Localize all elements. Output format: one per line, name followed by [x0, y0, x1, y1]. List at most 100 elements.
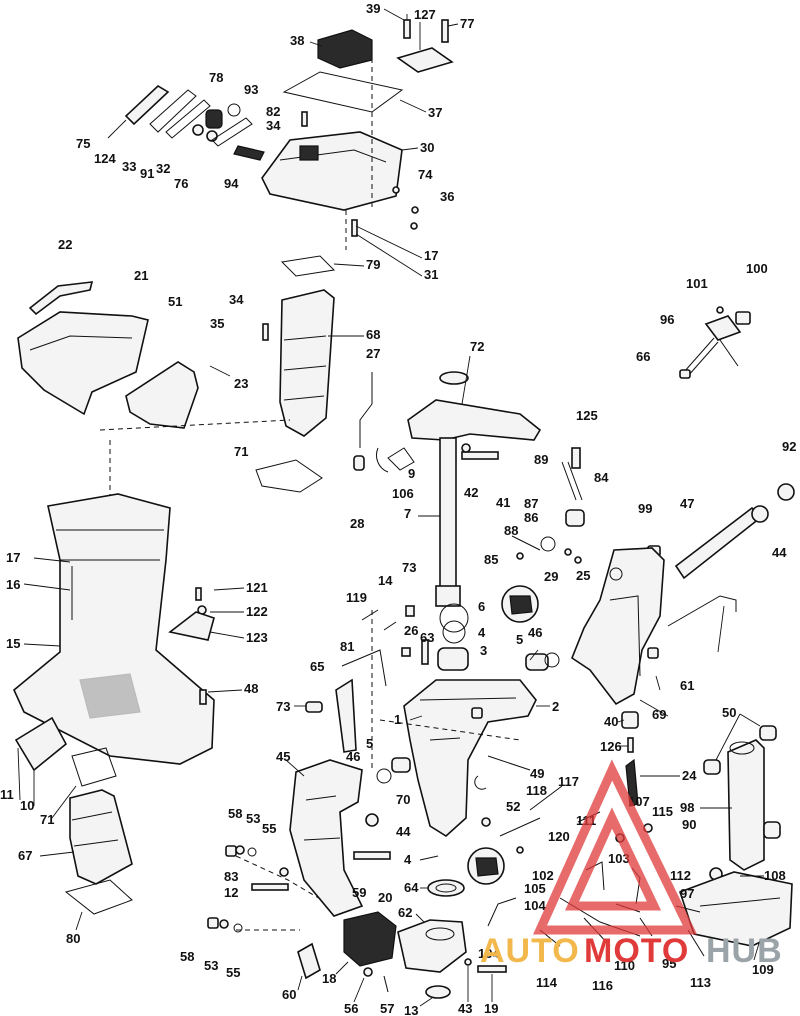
callout-55: 55 [262, 821, 276, 836]
cap-72 [439, 371, 469, 385]
callout-43: 43 [458, 1001, 472, 1016]
gasket-33b [211, 117, 253, 147]
bushing-3 [437, 647, 469, 671]
steering-arm-7 [407, 399, 542, 441]
exhaust-67 [69, 789, 133, 885]
callout-90: 90 [682, 817, 696, 832]
callout-15: 15 [6, 636, 20, 651]
callout-46: 46 [528, 625, 542, 640]
callout-112: 112 [670, 868, 691, 883]
plate-123 [168, 611, 215, 641]
callout-30: 30 [420, 140, 434, 155]
callout-47: 47 [680, 496, 694, 511]
callout-118: 118 [526, 783, 547, 798]
callout-113: 113 [690, 975, 711, 990]
callout-59: 20 [378, 890, 392, 905]
bearing-8 [427, 879, 465, 897]
callout-94: 94 [224, 176, 239, 191]
callout-80: 80 [66, 931, 80, 946]
callout-4: 4 [478, 625, 486, 640]
exhaust-cover-group [107, 85, 265, 161]
callout-74: 74 [418, 167, 433, 182]
hose-27 [359, 372, 373, 448]
ring-93 [227, 103, 241, 117]
callout-5: 5 [516, 632, 523, 647]
lever-65 [335, 678, 357, 753]
callout-56: 56 [344, 1001, 358, 1016]
callout-53: 53 [246, 811, 260, 826]
callout-5b: 5 [366, 736, 373, 751]
callout-60: 60 [282, 987, 296, 1002]
callout-23: 23 [234, 376, 248, 391]
callout-24: 24 [682, 768, 697, 783]
callout-9: 9 [408, 466, 415, 481]
callout-67: 67 [18, 848, 32, 863]
callout-54: 59 [352, 885, 366, 900]
clip-9 [387, 447, 415, 471]
cover-124 [124, 85, 170, 126]
callout-109: 109 [752, 962, 774, 977]
watermark-text-auto: AUTO [480, 932, 580, 970]
callout-92: 92 [782, 439, 796, 454]
callout-3: 3 [480, 643, 487, 658]
callout-44: 44 [772, 545, 787, 560]
gasket-37 [282, 71, 404, 113]
callout-55b: 55 [226, 965, 240, 980]
callout-122: 122 [246, 604, 268, 619]
fitting-78 [205, 109, 223, 129]
callout-96: 96 [660, 312, 674, 327]
callout-64: 69 [652, 707, 666, 722]
callout-82: 82 [266, 104, 280, 119]
callout-52: 52 [506, 799, 520, 814]
callout-8: 64 [404, 880, 419, 895]
callout-79: 79 [366, 257, 380, 272]
plate-60 [297, 942, 321, 980]
callout-7: 7 [404, 506, 411, 521]
callout-98: 98 [680, 800, 694, 815]
callout-99: 99 [638, 501, 652, 516]
block-38 [317, 29, 373, 69]
callout-58: 58 [228, 806, 242, 821]
callout-70: 70 [396, 792, 410, 807]
callout-34: 34 [266, 118, 281, 133]
callout-63: 63 [420, 630, 434, 645]
callout-75: 75 [76, 136, 90, 151]
callout-87: 87 [524, 496, 538, 511]
callout-86: 86 [524, 510, 538, 525]
callout-117: 117 [558, 774, 579, 789]
bolt-77 [441, 19, 449, 43]
callout-18: 18 [322, 971, 336, 986]
callout-108: 108 [764, 868, 786, 883]
callout-53b: 53 [204, 958, 218, 973]
adapter-housing-30 [261, 131, 403, 211]
callout-121: 121 [246, 580, 268, 595]
callout-73: 73 [402, 560, 416, 575]
callout-17b: 17 [6, 550, 20, 565]
callout-76: 76 [174, 176, 188, 191]
callout-22: 22 [58, 237, 72, 252]
spring-94 [233, 145, 265, 161]
callout-57: 57 [380, 1001, 394, 1016]
callout-17: 17 [424, 248, 438, 263]
callout-40: 40 [604, 714, 618, 729]
cover-half-51 [125, 361, 199, 429]
clamp-bracket-group [571, 483, 795, 753]
nut-44 [365, 813, 379, 827]
callout-41: 41 [496, 495, 510, 510]
callout-84: 84 [594, 470, 609, 485]
rod-61 [667, 595, 737, 627]
callout-51: 51 [168, 294, 182, 309]
stern-bracket-group [207, 759, 391, 933]
callout-38: 38 [290, 33, 304, 48]
callout-78: 78 [209, 70, 223, 85]
callout-39: 39 [366, 1, 380, 16]
callout-36: 36 [440, 189, 454, 204]
seal-71-lower [71, 747, 117, 787]
lower-center-group [297, 879, 517, 999]
callout-88: 88 [504, 523, 518, 538]
bushing-6 [439, 603, 469, 633]
callout-10: 10 [20, 798, 34, 813]
exhaust-tube-group [99, 255, 373, 500]
callout-26: 26 [404, 623, 418, 638]
